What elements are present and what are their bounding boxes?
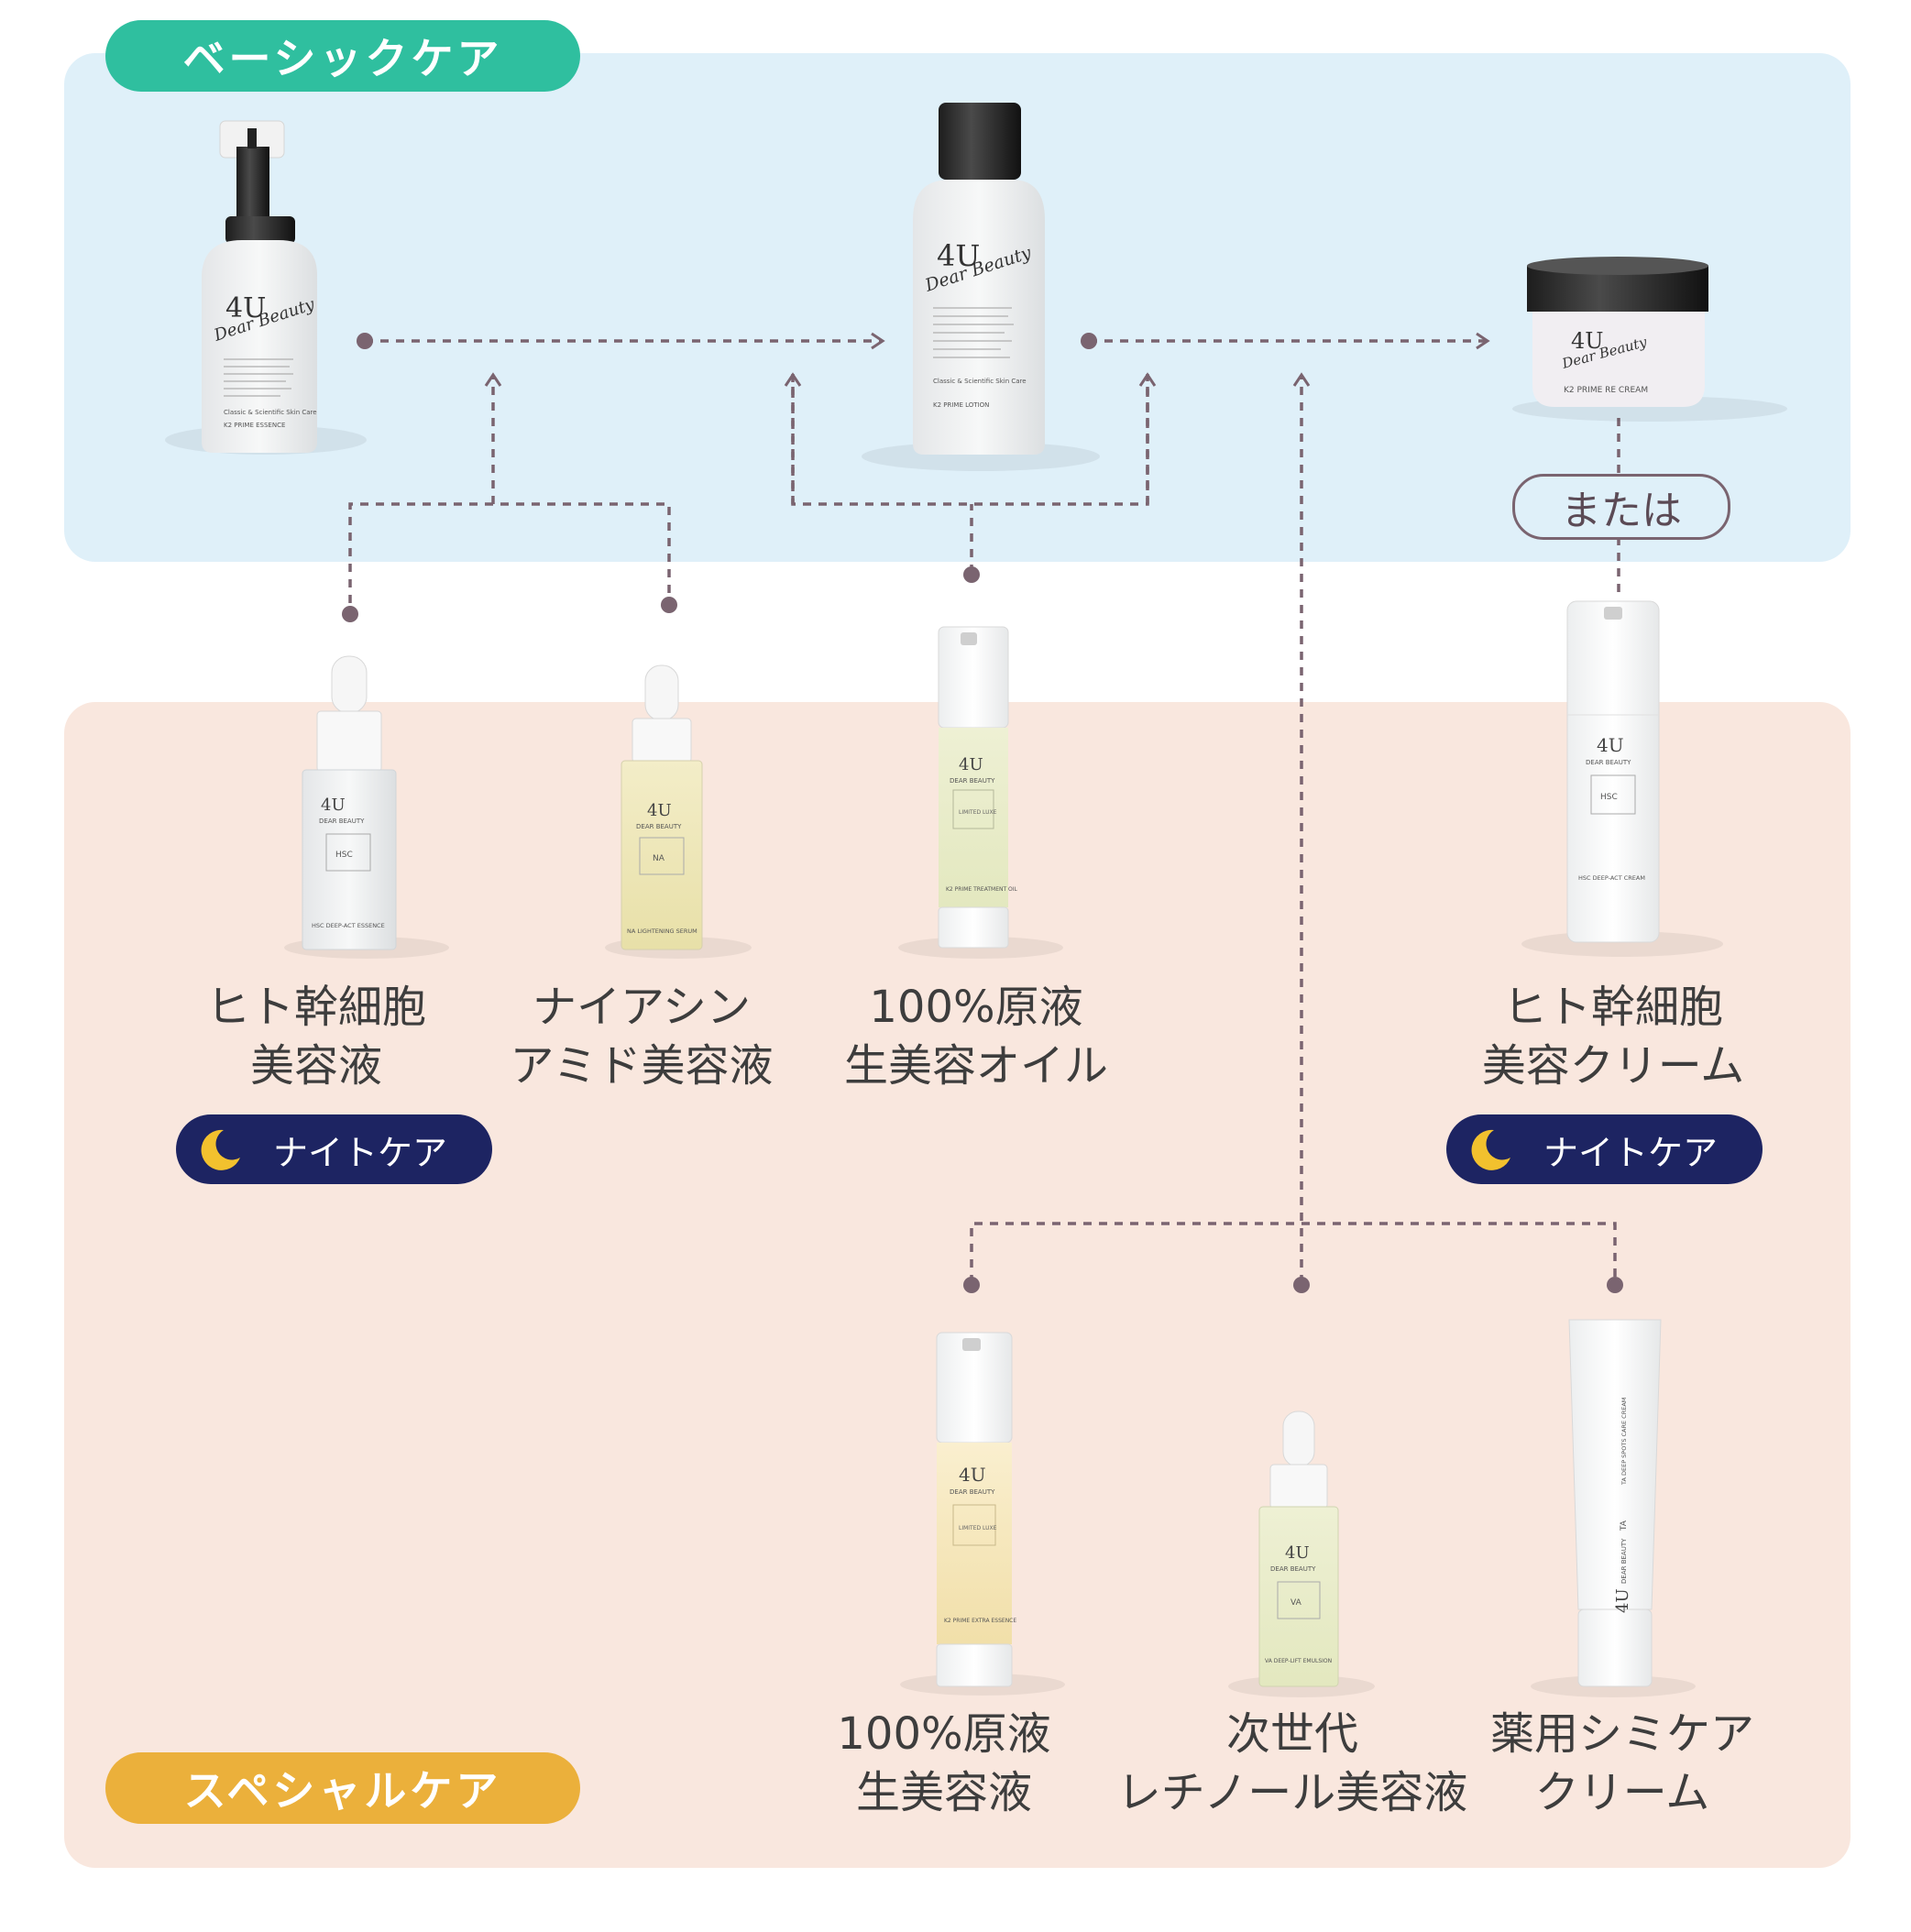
label-hsc-cream: ヒト幹細胞 美容クリーム <box>1457 978 1769 1095</box>
or-label: または <box>1512 474 1730 540</box>
product-hsc-cream: 4U DEAR BEAUTY HSC HSC DEEP-ACT CREAM <box>1521 600 1723 957</box>
label-hsc-essence-line1: ヒト幹細胞 <box>205 982 426 1033</box>
night-care-badge-hsc-essence: ナイトケア <box>176 1114 492 1184</box>
svg-text:4U: 4U <box>321 796 346 815</box>
connector-lines <box>348 332 1620 1283</box>
svg-text:4U: 4U <box>959 1464 986 1486</box>
product-ta-spot-cream: 4U DEAR BEAUTY TA TA DEEP SPOTS CARE CRE… <box>1531 1319 1696 1697</box>
connector-hsc-na <box>348 502 671 603</box>
product-k2-prime-treatment-oil: 4U DEAR BEAUTY LIMITED LUXE K2 PRIME TRE… <box>898 626 1063 959</box>
label-retinol-line2: レチノール美容液 <box>1116 1767 1468 1818</box>
label-spot-cream-line2: クリーム <box>1534 1767 1710 1818</box>
svg-text:Classic & Scientific Skin Care: Classic & Scientific Skin Care <box>933 378 1027 385</box>
label-raw-essence-line2: 生美容液 <box>855 1767 1032 1818</box>
label-spot-cream: 薬用シミケア クリーム <box>1485 1705 1760 1822</box>
svg-text:Classic & Scientific Skin Care: Classic & Scientific Skin Care <box>224 409 317 416</box>
special-care-pill: スペシャルケア <box>105 1752 580 1824</box>
label-oil: 100%原液 生美容オイル <box>825 978 1127 1095</box>
svg-text:K2 PRIME EXTRA ESSENCE: K2 PRIME EXTRA ESSENCE <box>944 1618 1016 1624</box>
svg-text:DEAR BEAUTY: DEAR BEAUTY <box>636 823 682 830</box>
product-k2-prime-essence: 4U Dear Beauty Classic & Scientific Skin… <box>165 120 367 455</box>
svg-text:VA: VA <box>1290 1598 1302 1608</box>
label-hsc-essence: ヒト幹細胞 美容液 <box>179 978 454 1095</box>
product-na-serum: 4U DEAR BEAUTY NA NA LIGHTENING SERUM <box>605 664 752 959</box>
svg-text:4U: 4U <box>1613 1588 1632 1613</box>
label-na-serum-line2: アミド美容液 <box>510 1040 774 1092</box>
svg-text:HSC DEEP-ACT CREAM: HSC DEEP-ACT CREAM <box>1578 874 1645 882</box>
svg-text:K2 PRIME ESSENCE: K2 PRIME ESSENCE <box>224 422 285 429</box>
svg-text:HSC: HSC <box>1600 793 1618 802</box>
svg-text:DEAR BEAUTY: DEAR BEAUTY <box>950 1488 995 1496</box>
product-k2-prime-lotion: 4U Dear Beauty Classic & Scientific Skin… <box>862 103 1100 471</box>
label-retinol-line1: 次世代 <box>1225 1708 1358 1760</box>
svg-text:DEAR BEAUTY: DEAR BEAUTY <box>1620 1538 1628 1584</box>
label-raw-essence: 100%原液 生美容液 <box>807 1705 1082 1822</box>
svg-text:NA LIGHTENING SERUM: NA LIGHTENING SERUM <box>627 928 697 935</box>
product-hsc-essence: 4U DEAR BEAUTY HSC HSC DEEP-ACT ESSENCE <box>284 655 449 959</box>
dot-hsc <box>342 606 358 622</box>
label-hsc-cream-line2: 美容クリーム <box>1481 1040 1745 1092</box>
dot-retinol <box>1293 1277 1310 1293</box>
dot-oil <box>963 566 980 583</box>
svg-text:DEAR BEAUTY: DEAR BEAUTY <box>950 777 995 785</box>
label-hsc-essence-line2: 美容液 <box>249 1040 382 1092</box>
svg-text:NA: NA <box>653 854 665 863</box>
moon-icon <box>1471 1129 1510 1170</box>
svg-text:VA DEEP-LIFT EMULSION: VA DEEP-LIFT EMULSION <box>1265 1658 1332 1664</box>
svg-text:4U: 4U <box>959 755 983 774</box>
svg-text:DEAR BEAUTY: DEAR BEAUTY <box>319 818 365 825</box>
basic-care-pill: ベーシックケア <box>105 20 580 92</box>
dot-spot-cream <box>1607 1277 1623 1293</box>
svg-text:4U: 4U <box>647 801 672 820</box>
svg-text:DEAR BEAUTY: DEAR BEAUTY <box>1270 1565 1316 1573</box>
svg-text:TA DEEP SPOTS CARE CREAM: TA DEEP SPOTS CARE CREAM <box>1620 1398 1628 1486</box>
label-hsc-cream-line1: ヒト幹細胞 <box>1502 982 1723 1033</box>
svg-text:HSC DEEP-ACT ESSENCE: HSC DEEP-ACT ESSENCE <box>312 922 385 929</box>
svg-text:4U: 4U <box>1597 734 1624 756</box>
label-na-serum-line1: ナイアシン <box>532 982 752 1033</box>
label-oil-line1: 100%原液 <box>869 982 1083 1033</box>
connector-dots <box>342 333 1623 1293</box>
connector-special-group <box>970 1222 1617 1283</box>
label-na-serum: ナイアシン アミド美容液 <box>495 978 788 1095</box>
dot-flow-mid <box>1081 333 1097 349</box>
svg-text:DEAR BEAUTY: DEAR BEAUTY <box>1586 759 1631 766</box>
svg-text:K2 PRIME TREATMENT OIL: K2 PRIME TREATMENT OIL <box>946 886 1018 893</box>
svg-text:K2 PRIME LOTION: K2 PRIME LOTION <box>933 401 989 409</box>
svg-text:4U: 4U <box>225 292 266 324</box>
night-care-label: ナイトケア <box>273 1132 448 1173</box>
product-k2-prime-re-cream: 4U Dear Beauty K2 PRIME RE CREAM <box>1512 257 1787 422</box>
svg-text:4U: 4U <box>1571 328 1604 354</box>
night-care-label: ナイトケア <box>1543 1132 1719 1173</box>
svg-text:K2 PRIME RE CREAM: K2 PRIME RE CREAM <box>1564 386 1648 395</box>
product-k2-prime-extra-essence: 4U DEAR BEAUTY LIMITED LUXE K2 PRIME EXT… <box>900 1332 1065 1696</box>
label-oil-line2: 生美容オイル <box>843 1040 1108 1092</box>
svg-text:LIMITED LUXE: LIMITED LUXE <box>959 809 997 816</box>
label-spot-cream-line1: 薬用シミケア <box>1489 1708 1754 1760</box>
dot-na <box>661 597 677 613</box>
moon-icon <box>201 1129 240 1170</box>
svg-text:LIMITED LUXE: LIMITED LUXE <box>959 1525 997 1531</box>
svg-text:HSC: HSC <box>335 851 353 860</box>
product-va-deep-lift-emulsion: 4U DEAR BEAUTY VA VA DEEP-LIFT EMULSION <box>1228 1411 1375 1697</box>
svg-text:4U: 4U <box>937 238 980 273</box>
svg-text:4U: 4U <box>1285 1543 1310 1563</box>
svg-text:TA: TA <box>1620 1520 1629 1531</box>
label-retinol: 次世代 レチノール美容液 <box>1100 1705 1485 1822</box>
night-care-badge-hsc-cream: ナイトケア <box>1446 1114 1763 1184</box>
dot-raw-essence <box>963 1277 980 1293</box>
dot-flow-start <box>357 333 373 349</box>
label-raw-essence-line1: 100%原液 <box>837 1708 1051 1760</box>
